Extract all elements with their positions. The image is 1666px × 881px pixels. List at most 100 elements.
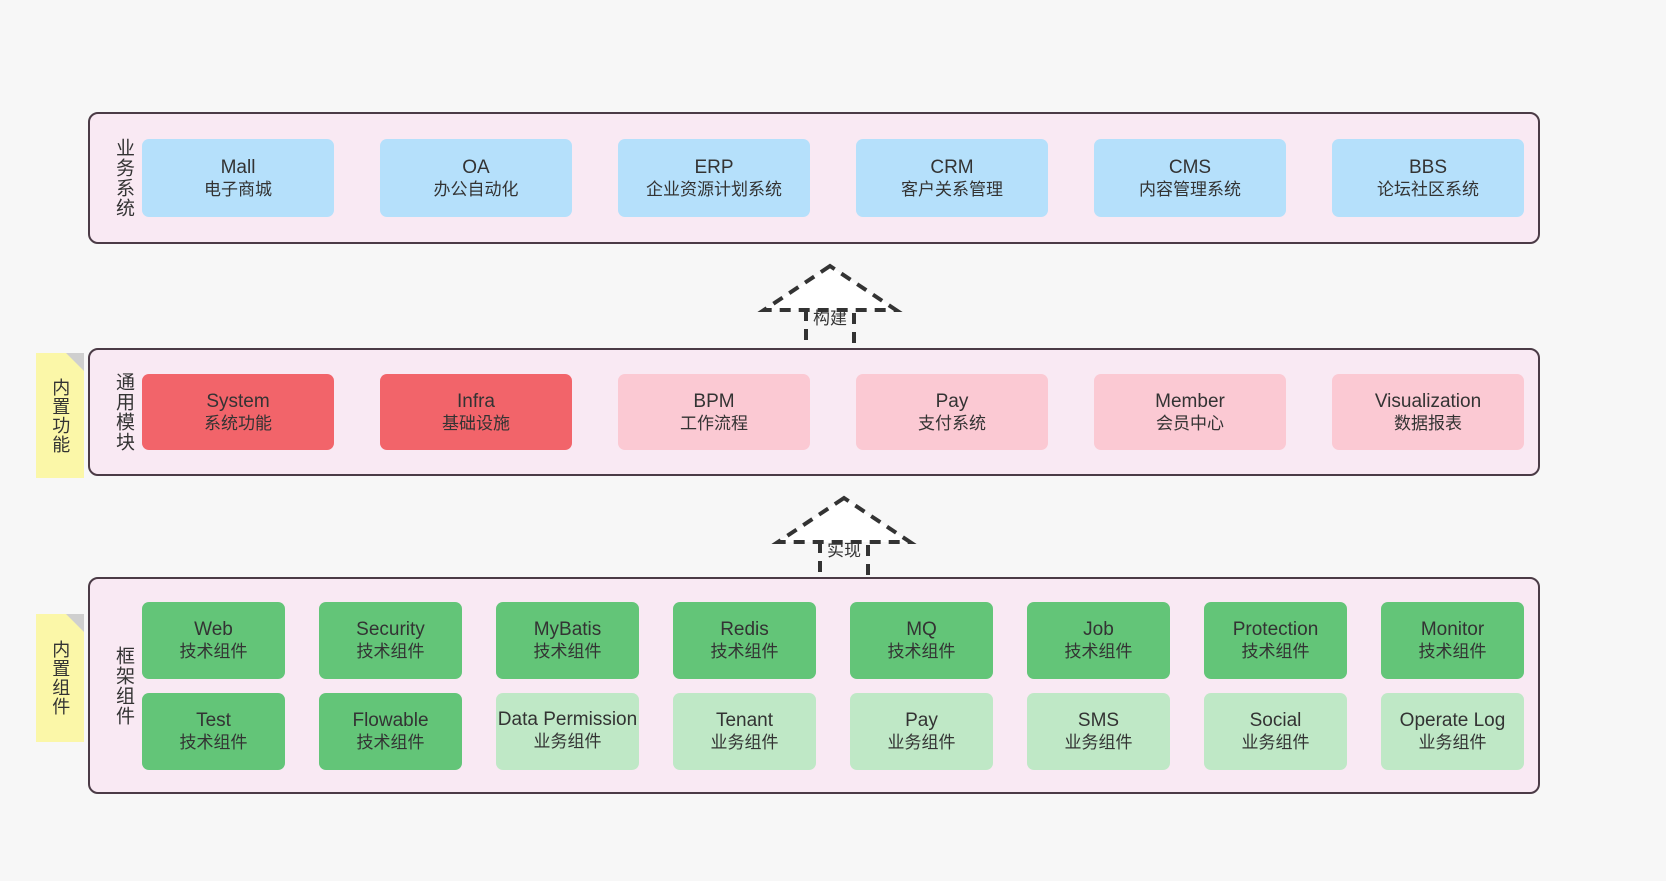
card-test[interactable]: Test 技术组件 bbox=[142, 692, 285, 770]
card-pay-module-cn: 支付系统 bbox=[918, 414, 986, 434]
card-monitor-cn: 技术组件 bbox=[1418, 642, 1487, 662]
card-visualization-cn: 数据报表 bbox=[1394, 414, 1462, 434]
card-erp-en: ERP bbox=[694, 156, 734, 178]
card-oa[interactable]: OA 办公自动化 bbox=[380, 139, 572, 217]
framework-row-technical: Web 技术组件 Security 技术组件 MyBatis 技术组件 Redi… bbox=[142, 601, 1524, 679]
card-social-cn: 业务组件 bbox=[1241, 733, 1310, 753]
card-bbs-cn: 论坛社区系统 bbox=[1377, 180, 1479, 200]
layer-title-business-systems: 业务系统 bbox=[113, 138, 134, 218]
note-fold-icon bbox=[66, 614, 84, 632]
card-erp[interactable]: ERP 企业资源计划系统 bbox=[618, 139, 810, 217]
card-sms[interactable]: SMS 业务组件 bbox=[1027, 692, 1170, 770]
connector-build: 构建 bbox=[757, 262, 903, 352]
card-operate-log[interactable]: Operate Log 业务组件 bbox=[1381, 692, 1524, 770]
note-builtin-components-label: 内置组件 bbox=[50, 640, 71, 716]
card-bpm-en: BPM bbox=[693, 390, 735, 412]
card-cms-cn: 内容管理系统 bbox=[1139, 180, 1241, 200]
card-bpm[interactable]: BPM 工作流程 bbox=[618, 374, 810, 450]
card-data-permission-cn: 业务组件 bbox=[533, 731, 602, 751]
card-member-cn: 会员中心 bbox=[1156, 414, 1224, 434]
card-protection-cn: 技术组件 bbox=[1241, 642, 1310, 662]
framework-row-business: Test 技术组件 Flowable 技术组件 Data Permission … bbox=[142, 692, 1524, 770]
card-visualization-en: Visualization bbox=[1374, 390, 1482, 412]
note-builtin-components: 内置组件 bbox=[36, 614, 84, 742]
card-job-cn: 技术组件 bbox=[1064, 642, 1133, 662]
card-monitor-en: Monitor bbox=[1420, 618, 1485, 640]
card-flowable-cn: 技术组件 bbox=[356, 733, 425, 753]
card-redis[interactable]: Redis 技术组件 bbox=[673, 601, 816, 679]
card-flowable[interactable]: Flowable 技术组件 bbox=[319, 692, 462, 770]
card-web-cn: 技术组件 bbox=[179, 642, 248, 662]
card-cms[interactable]: CMS 内容管理系统 bbox=[1094, 139, 1286, 217]
card-member[interactable]: Member 会员中心 bbox=[1094, 374, 1286, 450]
card-oa-cn: 办公自动化 bbox=[433, 180, 519, 200]
card-bbs[interactable]: BBS 论坛社区系统 bbox=[1332, 139, 1524, 217]
card-sms-cn: 业务组件 bbox=[1064, 733, 1133, 753]
card-mybatis-cn: 技术组件 bbox=[533, 642, 602, 662]
card-mq[interactable]: MQ 技术组件 bbox=[850, 601, 993, 679]
card-operate-log-cn: 业务组件 bbox=[1418, 733, 1487, 753]
card-job[interactable]: Job 技术组件 bbox=[1027, 601, 1170, 679]
card-erp-cn: 企业资源计划系统 bbox=[646, 180, 782, 200]
card-cms-en: CMS bbox=[1168, 156, 1212, 178]
card-system-en: System bbox=[206, 390, 270, 412]
card-bbs-en: BBS bbox=[1408, 156, 1448, 178]
card-flowable-en: Flowable bbox=[352, 709, 429, 731]
card-mall-en: Mall bbox=[220, 156, 256, 178]
card-mq-en: MQ bbox=[906, 618, 937, 640]
connector-implement-label: 实现 bbox=[827, 541, 861, 560]
card-mybatis[interactable]: MyBatis 技术组件 bbox=[496, 601, 639, 679]
card-oa-en: OA bbox=[462, 156, 490, 178]
card-infra-cn: 基础设施 bbox=[442, 414, 510, 434]
card-bpm-cn: 工作流程 bbox=[680, 414, 748, 434]
card-crm[interactable]: CRM 客户关系管理 bbox=[856, 139, 1048, 217]
card-infra[interactable]: Infra 基础设施 bbox=[380, 374, 572, 450]
card-protection-en: Protection bbox=[1232, 618, 1319, 640]
card-operate-log-en: Operate Log bbox=[1399, 709, 1506, 731]
card-pay-module[interactable]: Pay 支付系统 bbox=[856, 374, 1048, 450]
card-visualization[interactable]: Visualization 数据报表 bbox=[1332, 374, 1524, 450]
card-system[interactable]: System 系统功能 bbox=[142, 374, 334, 450]
card-test-cn: 技术组件 bbox=[179, 733, 248, 753]
layer-body-framework-components: Web 技术组件 Security 技术组件 MyBatis 技术组件 Redi… bbox=[138, 579, 1538, 792]
card-tenant[interactable]: Tenant 业务组件 bbox=[673, 692, 816, 770]
card-test-en: Test bbox=[196, 709, 231, 731]
connector-build-label: 构建 bbox=[813, 309, 847, 328]
connector-implement: 实现 bbox=[771, 494, 917, 584]
card-web-en: Web bbox=[194, 618, 233, 640]
note-builtin-functions: 内置功能 bbox=[36, 353, 84, 478]
card-mq-cn: 技术组件 bbox=[887, 642, 956, 662]
card-mall[interactable]: Mall 电子商城 bbox=[142, 139, 334, 217]
layer-title-framework-components: 框架组件 bbox=[113, 645, 134, 726]
card-protection[interactable]: Protection 技术组件 bbox=[1204, 601, 1347, 679]
layer-common-modules: 通用模块 System 系统功能 Infra 基础设施 BPM 工作流程 Pay… bbox=[88, 348, 1540, 476]
layer-title-common-modules: 通用模块 bbox=[113, 372, 134, 452]
card-pay-component-cn: 业务组件 bbox=[887, 733, 956, 753]
card-social[interactable]: Social 业务组件 bbox=[1204, 692, 1347, 770]
card-security[interactable]: Security 技术组件 bbox=[319, 601, 462, 679]
card-mybatis-en: MyBatis bbox=[533, 618, 602, 640]
card-pay-component-en: Pay bbox=[905, 709, 938, 731]
card-security-cn: 技术组件 bbox=[356, 642, 425, 662]
card-social-en: Social bbox=[1249, 709, 1302, 731]
card-mall-cn: 电子商城 bbox=[204, 180, 272, 200]
card-redis-cn: 技术组件 bbox=[710, 642, 779, 662]
card-monitor[interactable]: Monitor 技术组件 bbox=[1381, 601, 1524, 679]
card-tenant-cn: 业务组件 bbox=[710, 733, 779, 753]
card-crm-en: CRM bbox=[930, 156, 974, 178]
card-data-permission[interactable]: Data Permission 业务组件 bbox=[496, 692, 639, 770]
note-builtin-functions-label: 内置功能 bbox=[50, 377, 71, 454]
card-system-cn: 系统功能 bbox=[204, 414, 272, 434]
layer-business-systems: 业务系统 Mall 电子商城 OA 办公自动化 ERP 企业资源计划系统 CRM… bbox=[88, 112, 1540, 244]
card-pay-module-en: Pay bbox=[935, 390, 969, 412]
note-fold-icon bbox=[66, 353, 84, 371]
card-tenant-en: Tenant bbox=[715, 709, 774, 731]
card-data-permission-en: Data Permission bbox=[497, 708, 638, 730]
layer-framework-components: 框架组件 Web 技术组件 Security 技术组件 MyBatis 技术组件… bbox=[88, 577, 1540, 794]
card-web[interactable]: Web 技术组件 bbox=[142, 601, 285, 679]
card-pay-component[interactable]: Pay 业务组件 bbox=[850, 692, 993, 770]
card-job-en: Job bbox=[1083, 618, 1114, 640]
card-redis-en: Redis bbox=[720, 618, 769, 640]
card-infra-en: Infra bbox=[456, 390, 496, 412]
